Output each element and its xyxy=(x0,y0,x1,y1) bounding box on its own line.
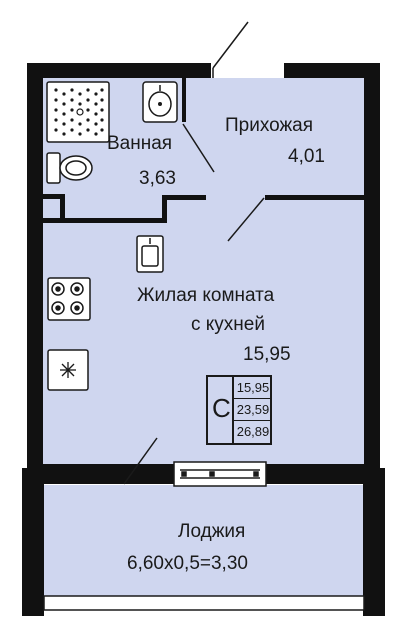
refrigerator-icon xyxy=(47,349,89,391)
total-with-loggia-value: 26,89 xyxy=(236,424,270,439)
hallway-name: Прихожая xyxy=(225,115,314,136)
entrance-door-icon xyxy=(212,21,249,78)
bath-bottom-wall-mid xyxy=(41,218,166,223)
living-name-line2: с кухней xyxy=(191,314,265,335)
washbasin-icon xyxy=(142,81,178,123)
loggia-right-wall xyxy=(363,468,385,616)
loggia-left-wall xyxy=(22,468,44,616)
apartment-summary: С 15,95 23,59 26,89 xyxy=(206,375,272,445)
door-swing-icon xyxy=(227,197,265,242)
loggia-formula: 6,60х0,5=3,30 xyxy=(127,553,248,574)
living-floor xyxy=(41,196,366,468)
bottom-wall-right xyxy=(266,464,380,484)
door-swing-icon xyxy=(182,123,215,173)
door-swing-icon xyxy=(123,437,158,485)
living-area: 15,95 xyxy=(243,344,291,365)
hall-living-wall-right xyxy=(265,195,366,200)
bath-bottom-wall-stub xyxy=(60,194,65,222)
bathroom-area: 3,63 xyxy=(139,168,176,189)
loggia-parapet xyxy=(43,595,365,611)
living-area-value: 15,95 xyxy=(234,377,272,399)
walls xyxy=(22,63,385,616)
bathroom-name: Ванная xyxy=(107,133,173,154)
floor-areas xyxy=(41,78,366,603)
shower-tray-icon xyxy=(46,81,110,143)
loggia-floor xyxy=(43,485,363,603)
top-wall-left xyxy=(27,63,211,78)
bath-bottom-wall-left xyxy=(41,194,65,199)
top-wall-right xyxy=(284,63,380,78)
right-wall xyxy=(364,63,380,468)
hallway-area: 4,01 xyxy=(288,146,325,167)
left-wall xyxy=(27,63,43,468)
loggia-name: Лоджия xyxy=(178,521,246,542)
bottom-wall-left xyxy=(27,464,174,484)
apartment-type-letter: С xyxy=(212,393,231,423)
hallway-floor xyxy=(184,78,366,196)
total-area-value: 23,59 xyxy=(234,399,272,421)
summary-values: 15,95 23,59 26,89 xyxy=(232,377,272,443)
living-name-line1: Жилая комната xyxy=(137,285,275,306)
bath-bottom-wall-right xyxy=(162,196,167,223)
bath-hall-partition xyxy=(182,78,186,122)
kitchen-sink-icon xyxy=(136,235,164,273)
window-icon xyxy=(173,461,267,487)
toilet-icon xyxy=(46,152,93,184)
hall-living-wall-left xyxy=(162,195,206,200)
stove-icon xyxy=(47,277,91,321)
